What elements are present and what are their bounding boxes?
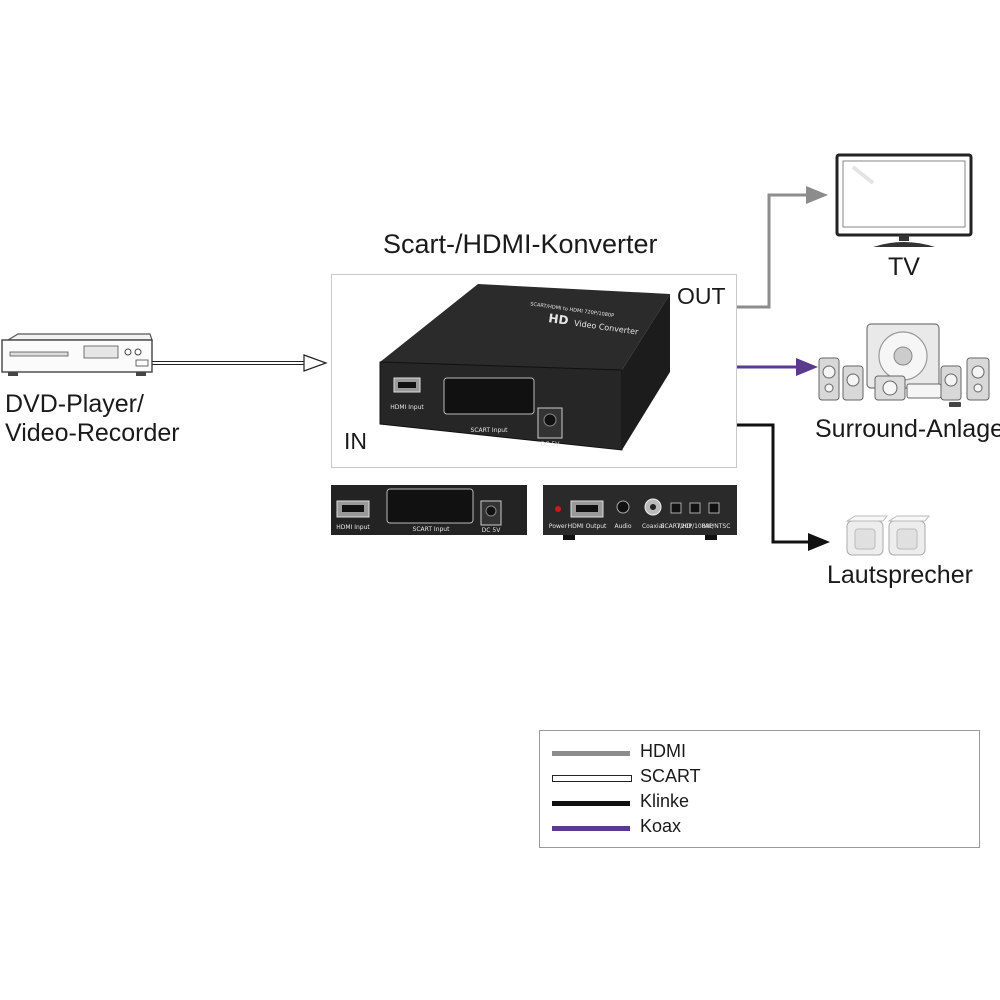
speakers-label: Lautsprecher [827, 561, 973, 589]
converter-top-brand: HD [548, 311, 570, 328]
converter-rear-panel: Power HDMI Output Audio Coaxial SCART/HD… [543, 485, 737, 540]
legend-item-hdmi: HDMI [540, 741, 979, 765]
rear-power-label: Power [549, 523, 568, 530]
port-out-label: OUT [677, 283, 726, 309]
legend-item-koax: Koax [540, 816, 979, 840]
converter-frame [331, 274, 737, 468]
source-label-line1: DVD-Player/ [5, 390, 144, 418]
dvd-player-icon [1, 333, 153, 376]
front-scart-input-label: SCART Input [413, 526, 451, 533]
legend-swatch-klinke [552, 801, 630, 806]
legend-label-koax: Koax [640, 816, 682, 836]
legend-swatch-koax [552, 826, 630, 831]
source-label-line2: Video-Recorder [5, 418, 180, 447]
legend-swatch-hdmi [552, 751, 630, 756]
source-device-label: DVD-Player/ Video-Recorder [5, 390, 180, 448]
rear-hdmi-output-label: HDMI Output [568, 523, 607, 530]
rear-audio-label: Audio [614, 523, 631, 530]
hdmi-connection [737, 186, 828, 309]
scart-connection [152, 354, 328, 372]
converter-device-illustration: HD Video Converter SCART/HDMI to HDMI 72… [379, 284, 670, 451]
front-dc-label: DC 5V [482, 527, 502, 534]
legend: HDMI SCART Klinke Koax [539, 730, 980, 848]
klinke-connection [737, 423, 830, 551]
rear-pal-ntsc-label: PAL/NTSC [702, 523, 731, 530]
converter-hdmi-input-label: HDMI Input [390, 404, 424, 411]
legend-swatch-scart [552, 775, 632, 782]
legend-item-klinke: Klinke [540, 791, 979, 815]
rear-scart-hd-label: SCART/HD [661, 523, 692, 530]
speakers-icon [845, 515, 931, 556]
legend-label-hdmi: HDMI [640, 741, 686, 761]
port-in-label: IN [344, 428, 367, 454]
converter-dc-label: DC 5V [541, 441, 561, 448]
converter-front-panel: HDMI Input SCART Input DC 5V [331, 485, 527, 535]
legend-label-klinke: Klinke [640, 791, 690, 811]
rear-coaxial-label: Coaxial [642, 523, 664, 530]
koax-connection [737, 358, 818, 376]
front-hdmi-input-label: HDMI Input [336, 524, 370, 531]
diagram-title: Scart-/HDMI-Konverter [383, 229, 658, 259]
converter-scart-input-label: SCART Input [471, 427, 509, 434]
tv-icon [835, 153, 973, 247]
legend-item-scart: SCART [540, 766, 979, 790]
tv-label: TV [888, 253, 920, 281]
surround-system-icon [818, 323, 990, 407]
legend-label-scart: SCART [640, 766, 701, 786]
surround-label: Surround-Anlage [815, 415, 1000, 443]
rear-res-label: 720P/1080P [677, 523, 713, 530]
